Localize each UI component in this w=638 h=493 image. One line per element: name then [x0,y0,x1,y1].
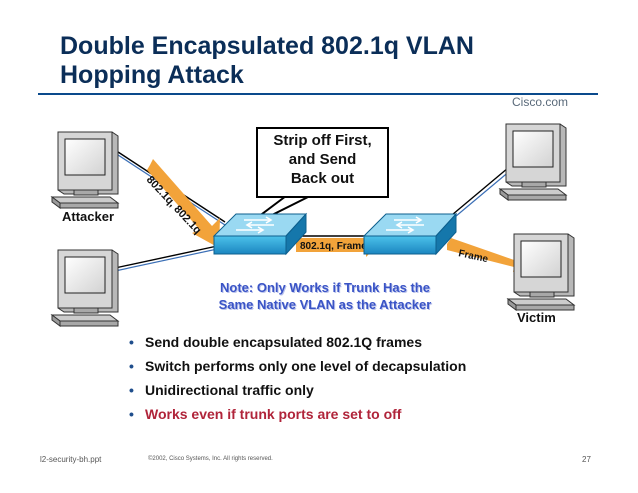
switch-icon [362,212,458,256]
callout-line-2: and Send [288,151,357,168]
victim-label: Victim [517,310,556,325]
link-pc2-switch1-highlight [114,247,223,272]
title-rule [38,93,598,95]
callout-line-3: Back out [290,170,355,187]
note-line-2: Same Native VLAN as the Attacker [218,297,432,312]
computer-icon [50,249,120,327]
double-tag-arrow [147,159,220,248]
bullet-list: Send double encapsulated 802.1Q frames S… [125,330,466,426]
attacker-label: Attacker [62,209,115,224]
bullet-item: Send double encapsulated 802.1Q frames [125,330,466,354]
bullet-item-emphasis: Works even if trunk ports are set to off [125,402,466,426]
slide-title-line-1: Double Encapsulated 802.1q VLAN [60,32,474,60]
switch-icon [212,212,308,256]
frame-arrow [447,238,527,272]
link-pc2-switch1 [114,244,223,269]
slide-title-line-2: Hopping Attack [60,61,244,89]
bullet-item: Unidirectional traffic only [125,378,466,402]
note-line-1: Note: Only Works if Trunk Has the [220,280,430,295]
footer-filename: l2-security-bh.ppt [40,455,102,464]
callout-box: Strip off First, and Send Back out [256,127,389,198]
bullet-item: Switch performs only one level of decaps… [125,354,466,378]
trunk-frame-label: 802.1q, Frame [300,241,367,252]
footer-page-number: 27 [582,455,591,464]
callout-line-1: Strip off First, [273,132,372,149]
computer-icon [506,233,576,311]
trunk-frame-arrow [296,233,378,257]
footer-copyright: ©2002, Cisco Systems, Inc. All rights re… [148,456,273,462]
brand-text: Cisco.com [512,95,569,109]
native-vlan-note: Note: Only Works if Trunk Has the Same N… [196,279,454,313]
computer-icon [498,123,568,201]
computer-icon [50,131,120,209]
slide-title: Double Encapsulated 802.1q VLAN Hopping … [60,32,474,90]
